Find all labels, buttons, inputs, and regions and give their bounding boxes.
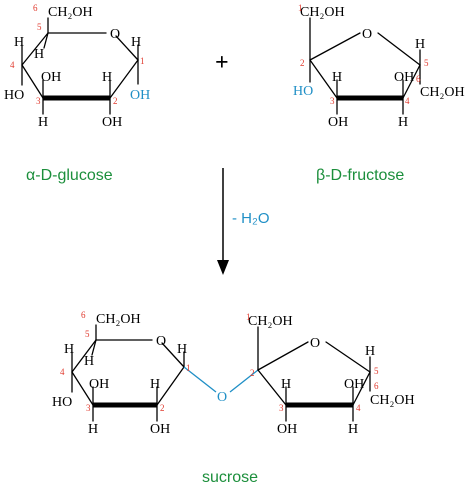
fructose-ch2oh-c6: CH₂OH: [420, 85, 465, 100]
glucose-c5-h: H: [34, 47, 44, 62]
sucrose-glucose-c5-h: H: [84, 354, 94, 369]
sucrose-fructose-c4-h: H: [348, 422, 358, 437]
reaction-arrow: [217, 168, 229, 275]
fructose-c4-h: H: [398, 115, 408, 130]
glucose-c6-number: 6: [33, 3, 38, 13]
sucrose-fructose-ring-oxygen: O: [310, 336, 320, 351]
sucrose-fructose-c5-number: 5: [374, 366, 379, 376]
glycosidic-oxygen: O: [217, 390, 227, 405]
glucose-ch2oh: CH₂OH: [48, 5, 93, 20]
glucose-c4-h: H: [14, 35, 24, 50]
fructose-ring-oxygen: O: [362, 27, 372, 42]
glucose-c1-h: H: [131, 35, 141, 50]
fructose-c5-h: H: [415, 37, 425, 52]
fructose-c3-oh: OH: [328, 115, 348, 130]
sucrose-glucose-ring-oxygen: O: [156, 334, 166, 349]
sucrose-glucose-c2-oh: OH: [150, 422, 170, 437]
glucose-c4-ho: HO: [4, 88, 24, 103]
sucrose-fructose-c4-number: 4: [356, 403, 361, 413]
sucrose-fructose-c5-h: H: [365, 344, 375, 359]
glucose-c1-number: 1: [140, 56, 145, 66]
sucrose-glucose-c5-number: 5: [85, 329, 90, 339]
fructose-c3-h: H: [332, 70, 342, 85]
glucose-anomeric-oh: OH: [130, 88, 150, 103]
water-loss-label: - H₂O: [232, 210, 270, 227]
sucrose-fructose-c3-number: 3: [279, 403, 284, 413]
beta-d-fructose-structure: CH₂OH O HO H OH OH H H CH₂OH 1 2 3 4 5 6: [293, 3, 465, 130]
fructose-ch2oh-c1: CH₂OH: [300, 5, 345, 20]
sucrose-glucose-c6-number: 6: [81, 310, 86, 320]
fructose-c3-number: 3: [330, 96, 335, 106]
fructose-name: β-D-fructose: [316, 167, 404, 184]
sucrose-glucose-c4-number: 4: [60, 367, 65, 377]
sucrose-fructose-c2-number: 2: [250, 368, 255, 378]
fructose-c5-number: 5: [424, 58, 429, 68]
alpha-d-glucose-structure: O CH₂OH H H HO OH H H OH H OH 6 5 4 3 2 …: [4, 3, 150, 130]
fructose-c4-number: 4: [405, 96, 410, 106]
sucrose-glucose-c3-number: 3: [86, 403, 91, 413]
fructose-c2-number: 2: [300, 58, 305, 68]
sucrose-fructose-c3-h: H: [281, 377, 291, 392]
glucose-c4-number: 4: [10, 60, 15, 70]
sucrose-fructose-ch2oh-c1: CH₂OH: [248, 314, 293, 329]
sucrose-glucose-c4-h: H: [64, 342, 74, 357]
sucrose-fructose-ch2oh-c6: CH₂OH: [370, 393, 415, 408]
fructose-anomeric-ho: HO: [293, 84, 313, 99]
sucrose-glucose-c2-number: 2: [160, 403, 165, 413]
fructose-c6-number: 6: [416, 74, 421, 84]
fructose-c1-number: 1: [298, 3, 303, 13]
sucrose-fructose-c1-number: 1: [246, 312, 251, 322]
sucrose-fructose-c4-oh: OH: [344, 377, 364, 392]
sucrose-glucose-c3-oh: OH: [89, 377, 109, 392]
glucose-c3-number: 3: [36, 96, 41, 106]
glucose-c3-oh: OH: [41, 70, 61, 85]
sucrose-glucose-ch2oh: CH₂OH: [96, 312, 141, 327]
glucose-ring-oxygen: O: [110, 27, 120, 42]
plus-sign: +: [215, 50, 229, 76]
sucrose-glucose-c4-ho: HO: [52, 395, 72, 410]
sucrose-glucose-c2-h: H: [150, 377, 160, 392]
sucrose-fructose-c6-number: 6: [374, 381, 379, 391]
glucose-c2-number: 2: [113, 96, 118, 106]
sucrose-fructose-c3-oh: OH: [277, 422, 297, 437]
glucose-name: α-D-glucose: [26, 167, 113, 184]
glucose-c3-h: H: [38, 115, 48, 130]
sucrose-glucose-c1-number: 1: [186, 363, 191, 373]
sucrose-structure: O CH₂OH H H HO OH H H OH H O CH₂OH O H O…: [52, 310, 415, 437]
glucose-c2-oh: OH: [102, 115, 122, 130]
sucrose-name: sucrose: [202, 469, 258, 486]
glucose-c5-number: 5: [37, 22, 42, 32]
fructose-c4-oh: OH: [394, 70, 414, 85]
sucrose-glucose-c3-h: H: [88, 422, 98, 437]
sucrose-glucose-c1-h: H: [177, 342, 187, 357]
glucose-c2-h: H: [102, 70, 112, 85]
